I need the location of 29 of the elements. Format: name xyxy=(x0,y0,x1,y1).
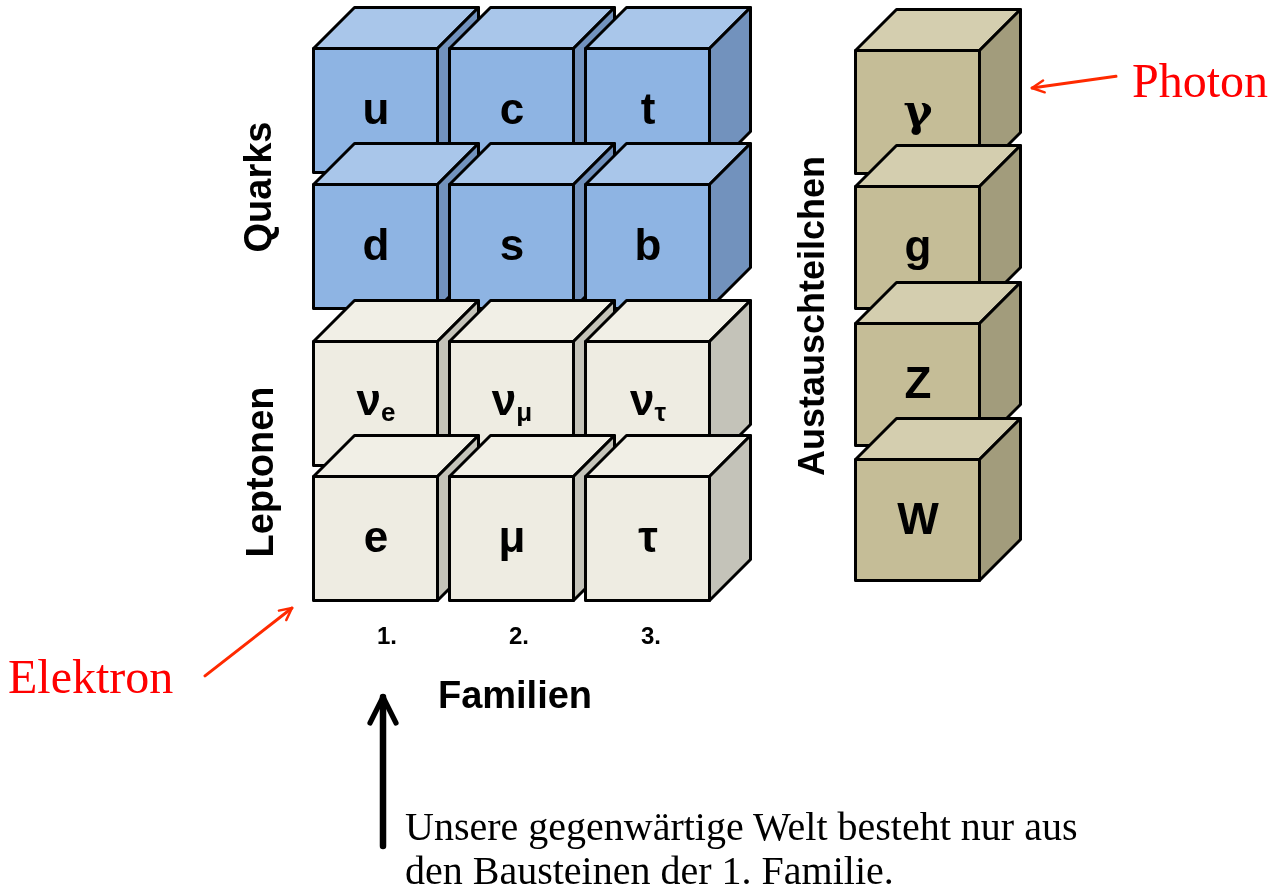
axis-label: Leptonen xyxy=(238,386,282,558)
particle-symbol: d xyxy=(362,219,390,270)
particle-symbol: t xyxy=(640,83,656,134)
particle-symbol: c xyxy=(499,83,525,134)
family-number: 2. xyxy=(509,622,529,650)
particle-symbol: g xyxy=(904,220,932,271)
particle-symbol: W xyxy=(897,493,939,543)
particle-symbol: b xyxy=(634,219,662,270)
particle-symbol: μ xyxy=(498,511,526,562)
particle-symbol: u xyxy=(362,83,390,134)
arrow xyxy=(203,606,294,678)
arrow xyxy=(1030,74,1118,94)
family-number: 3. xyxy=(641,622,661,650)
particle-symbol: τ xyxy=(638,511,658,562)
axis-label: Austauschteilchen xyxy=(791,155,833,477)
arrow xyxy=(367,693,399,850)
particle-symbol: s xyxy=(499,219,525,270)
note-text: Unsere gegenwärtige Welt besteht nur aus den Bausteinen der 1. Familie. xyxy=(405,805,1079,893)
particle-symbol: ν$_{τ}$ xyxy=(629,374,667,428)
callout-text: Elektron xyxy=(8,649,175,705)
particle-symbol: Z xyxy=(904,357,932,408)
family-number: 1. xyxy=(377,622,397,650)
particle-symbol: γ xyxy=(903,84,933,136)
axis-label: Quarks xyxy=(236,121,280,253)
particle-symbol: ν$_{e}$ xyxy=(356,374,396,428)
axis-label: Familien xyxy=(437,673,593,717)
particle-symbol: ν$_{μ}$ xyxy=(491,374,533,428)
callout-text: Photon xyxy=(1132,53,1270,109)
particle-symbol: e xyxy=(363,511,389,562)
